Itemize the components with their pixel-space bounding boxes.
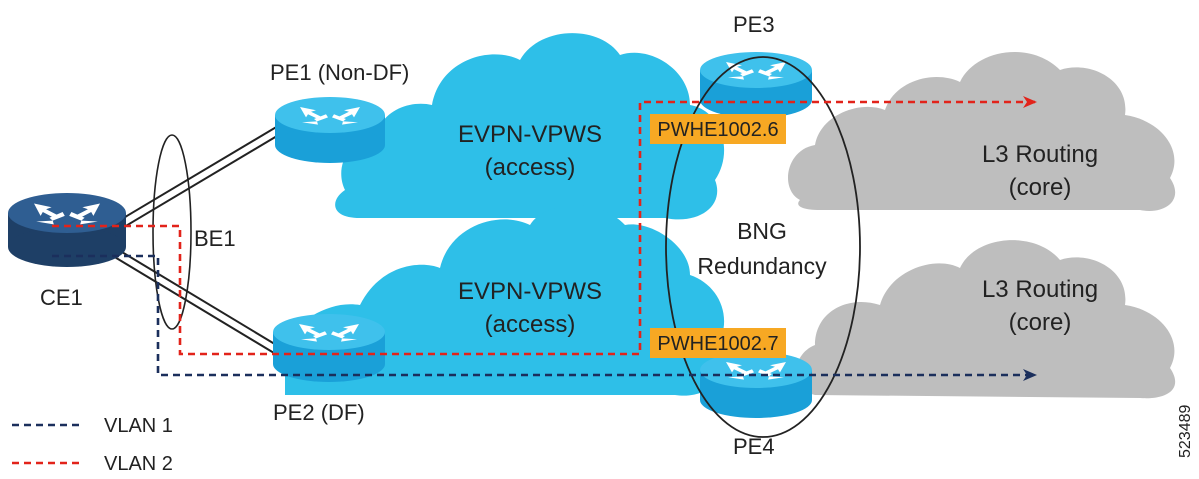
pe2-router-icon bbox=[273, 314, 385, 382]
be1-bundle-ellipse bbox=[152, 134, 192, 330]
evpn-top-label-line1: EVPN-VPWS bbox=[458, 121, 602, 148]
pwhe-tag-bottom-label: PWHE1002.7 bbox=[657, 333, 778, 355]
l3-bottom-label-line2: (core) bbox=[1009, 309, 1072, 336]
pe4-label: PE4 bbox=[733, 434, 775, 459]
evpn-top-label-line2: (access) bbox=[485, 154, 576, 181]
pe3-router-icon bbox=[700, 52, 812, 118]
l3-cloud-top bbox=[788, 52, 1176, 211]
legend-vlan2-label: VLAN 2 bbox=[104, 453, 173, 474]
pe3-label: PE3 bbox=[733, 12, 775, 37]
ce1-router-icon bbox=[8, 193, 126, 267]
vlan1-path bbox=[52, 254, 1037, 381]
be1-label: BE1 bbox=[194, 226, 236, 251]
link-ce1-pe1 bbox=[109, 125, 283, 234]
evpn-bottom-label-line1: EVPN-VPWS bbox=[458, 278, 602, 305]
l3-top-label-line1: L3 Routing bbox=[982, 141, 1098, 168]
bng-redundancy-ellipse bbox=[665, 56, 861, 438]
pe1-router-icon bbox=[275, 97, 385, 163]
pe1-label: PE1 (Non-DF) bbox=[270, 60, 409, 85]
vlan2-path bbox=[52, 96, 1037, 356]
figure-id: 523489 bbox=[1177, 405, 1194, 458]
bng-label-line2: Redundancy bbox=[697, 253, 827, 279]
evpn-bottom-label-line2: (access) bbox=[485, 311, 576, 338]
evpn-cloud-top bbox=[335, 33, 725, 220]
ce1-label: CE1 bbox=[40, 285, 83, 310]
link-ce1-pe2 bbox=[107, 245, 279, 354]
pe4-router-icon bbox=[700, 352, 812, 418]
pe2-label: PE2 (DF) bbox=[273, 400, 365, 425]
l3-top-label-line2: (core) bbox=[1009, 174, 1072, 201]
bng-label-line1: BNG bbox=[737, 218, 787, 244]
legend: VLAN 1 VLAN 2 bbox=[12, 415, 173, 475]
evpn-cloud-bottom bbox=[285, 205, 725, 396]
l3-cloud-bottom bbox=[796, 240, 1176, 399]
pwhe-tag-top-label: PWHE1002.6 bbox=[657, 119, 778, 141]
pwhe-tag-bottom: PWHE1002.7 bbox=[650, 328, 786, 358]
legend-vlan1-label: VLAN 1 bbox=[104, 415, 173, 437]
l3-bottom-label-line1: L3 Routing bbox=[982, 276, 1098, 303]
pwhe-tag-top: PWHE1002.6 bbox=[650, 114, 786, 144]
